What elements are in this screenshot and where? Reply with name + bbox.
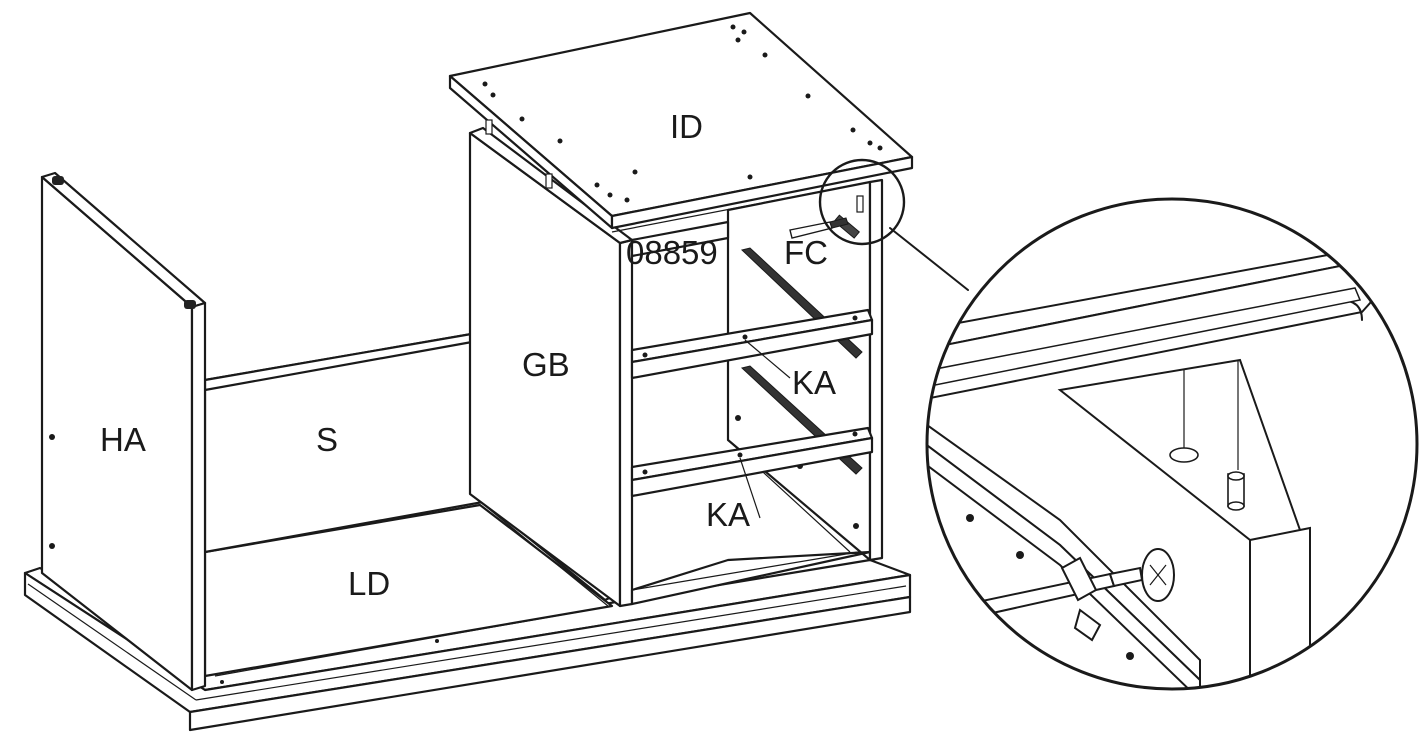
screwdriver-icon [789, 217, 849, 239]
rail-ka-lower [630, 426, 874, 498]
label-ka-lower: KA [706, 496, 750, 533]
label-id: ID [670, 108, 703, 145]
label-ka-upper: KA [792, 364, 836, 401]
label-ha: HA [100, 421, 146, 458]
side-panel-ha [40, 171, 207, 692]
rail-ka-upper [630, 308, 874, 380]
leader-lines [739, 339, 791, 519]
top-panel-id [448, 11, 914, 233]
phillips-screw-icon [1141, 548, 1175, 602]
label-ld: LD [348, 565, 390, 602]
cabinet-front-frame [630, 220, 730, 258]
label-fc: FC [784, 234, 828, 271]
label-s: S [316, 421, 338, 458]
label-code: 08859 [626, 234, 718, 271]
dowel-pins [485, 119, 864, 213]
magnified-detail [925, 197, 1419, 691]
label-gb: GB [522, 346, 570, 383]
detail-callout [818, 158, 969, 291]
